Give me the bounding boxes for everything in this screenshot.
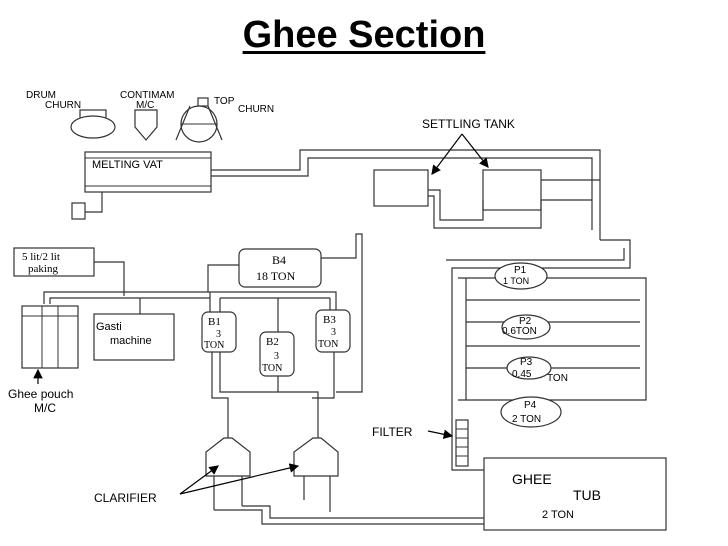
b3-unit: TON (318, 339, 338, 350)
p3-capacity: 0.45 (512, 369, 532, 380)
pump-p3 (506, 356, 552, 380)
top-label: TOP (214, 96, 235, 107)
tank-b4 (238, 248, 322, 288)
paking-box (13, 247, 95, 277)
melting-vat (71, 151, 212, 220)
b2-name: B2 (266, 336, 279, 348)
b1-unit: TON (204, 340, 224, 351)
paking-label-2: paking (28, 263, 58, 275)
contimam-machine (134, 109, 158, 141)
top-churn-label: CHURN (238, 104, 274, 115)
filter-label: FILTER (372, 425, 413, 439)
top-churn (175, 97, 223, 143)
drum-label: DRUM (26, 90, 56, 101)
drum-churn-label: CHURN (45, 100, 81, 111)
pump-p2 (501, 314, 551, 340)
ghee-tub-label-1: GHEE (512, 471, 552, 487)
clarifier-label: CLARIFIER (94, 491, 157, 505)
contimam-label: CONTIMAM (120, 90, 174, 101)
p4-capacity: 2 TON (512, 414, 541, 425)
ghee-pouch-label-2: M/C (34, 401, 56, 415)
p4-name: P4 (524, 400, 537, 411)
contimam-mc-label: M/C (136, 100, 154, 111)
p2-name: P2 (519, 316, 532, 327)
b1-num: 3 (216, 329, 221, 340)
ghee-tub-label-2: TUB (573, 487, 601, 503)
b2-num: 3 (274, 351, 279, 362)
p3-unit: TON (547, 373, 568, 384)
melting-vat-label: MELTING VAT (92, 159, 163, 171)
b2-unit: TON (262, 363, 282, 374)
b3-name: B3 (323, 314, 336, 326)
b1-name: B1 (208, 316, 221, 328)
b4-capacity: 18 TON (256, 269, 296, 283)
pump-p1 (494, 262, 548, 290)
drum-churn (70, 109, 116, 139)
gasti-label-2: machine (110, 335, 152, 347)
tank-b2 (259, 331, 295, 377)
clarifier-right (293, 437, 339, 508)
p1-capacity: 1 TON (503, 276, 529, 286)
ghee-tub-capacity: 2 TON (542, 509, 574, 521)
p2-capacity: 0.6TON (502, 326, 537, 337)
b4-name: B4 (272, 253, 286, 267)
paking-label-1: 5 lit/2 lit (22, 251, 60, 263)
settling-tank-label: SETTLING TANK (422, 117, 515, 131)
pump-p4 (500, 396, 562, 428)
tank-b1 (201, 311, 237, 353)
settling-tank-right (482, 169, 542, 211)
clarifier-left (205, 437, 251, 510)
page-title: Ghee Section (242, 14, 486, 56)
p3-name: P3 (520, 357, 533, 368)
ghee-pouch-machine (21, 305, 79, 369)
filter (455, 419, 469, 467)
ghee-tub (483, 457, 667, 531)
ghee-pouch-label-1: Ghee pouch (8, 387, 73, 401)
b3-num: 3 (331, 327, 336, 338)
p1-name: P1 (514, 265, 527, 276)
gasti-label-1: Gasti (96, 321, 122, 333)
tank-b3 (315, 309, 351, 353)
gasti-machine (93, 313, 175, 361)
settling-tank-left (373, 169, 429, 207)
